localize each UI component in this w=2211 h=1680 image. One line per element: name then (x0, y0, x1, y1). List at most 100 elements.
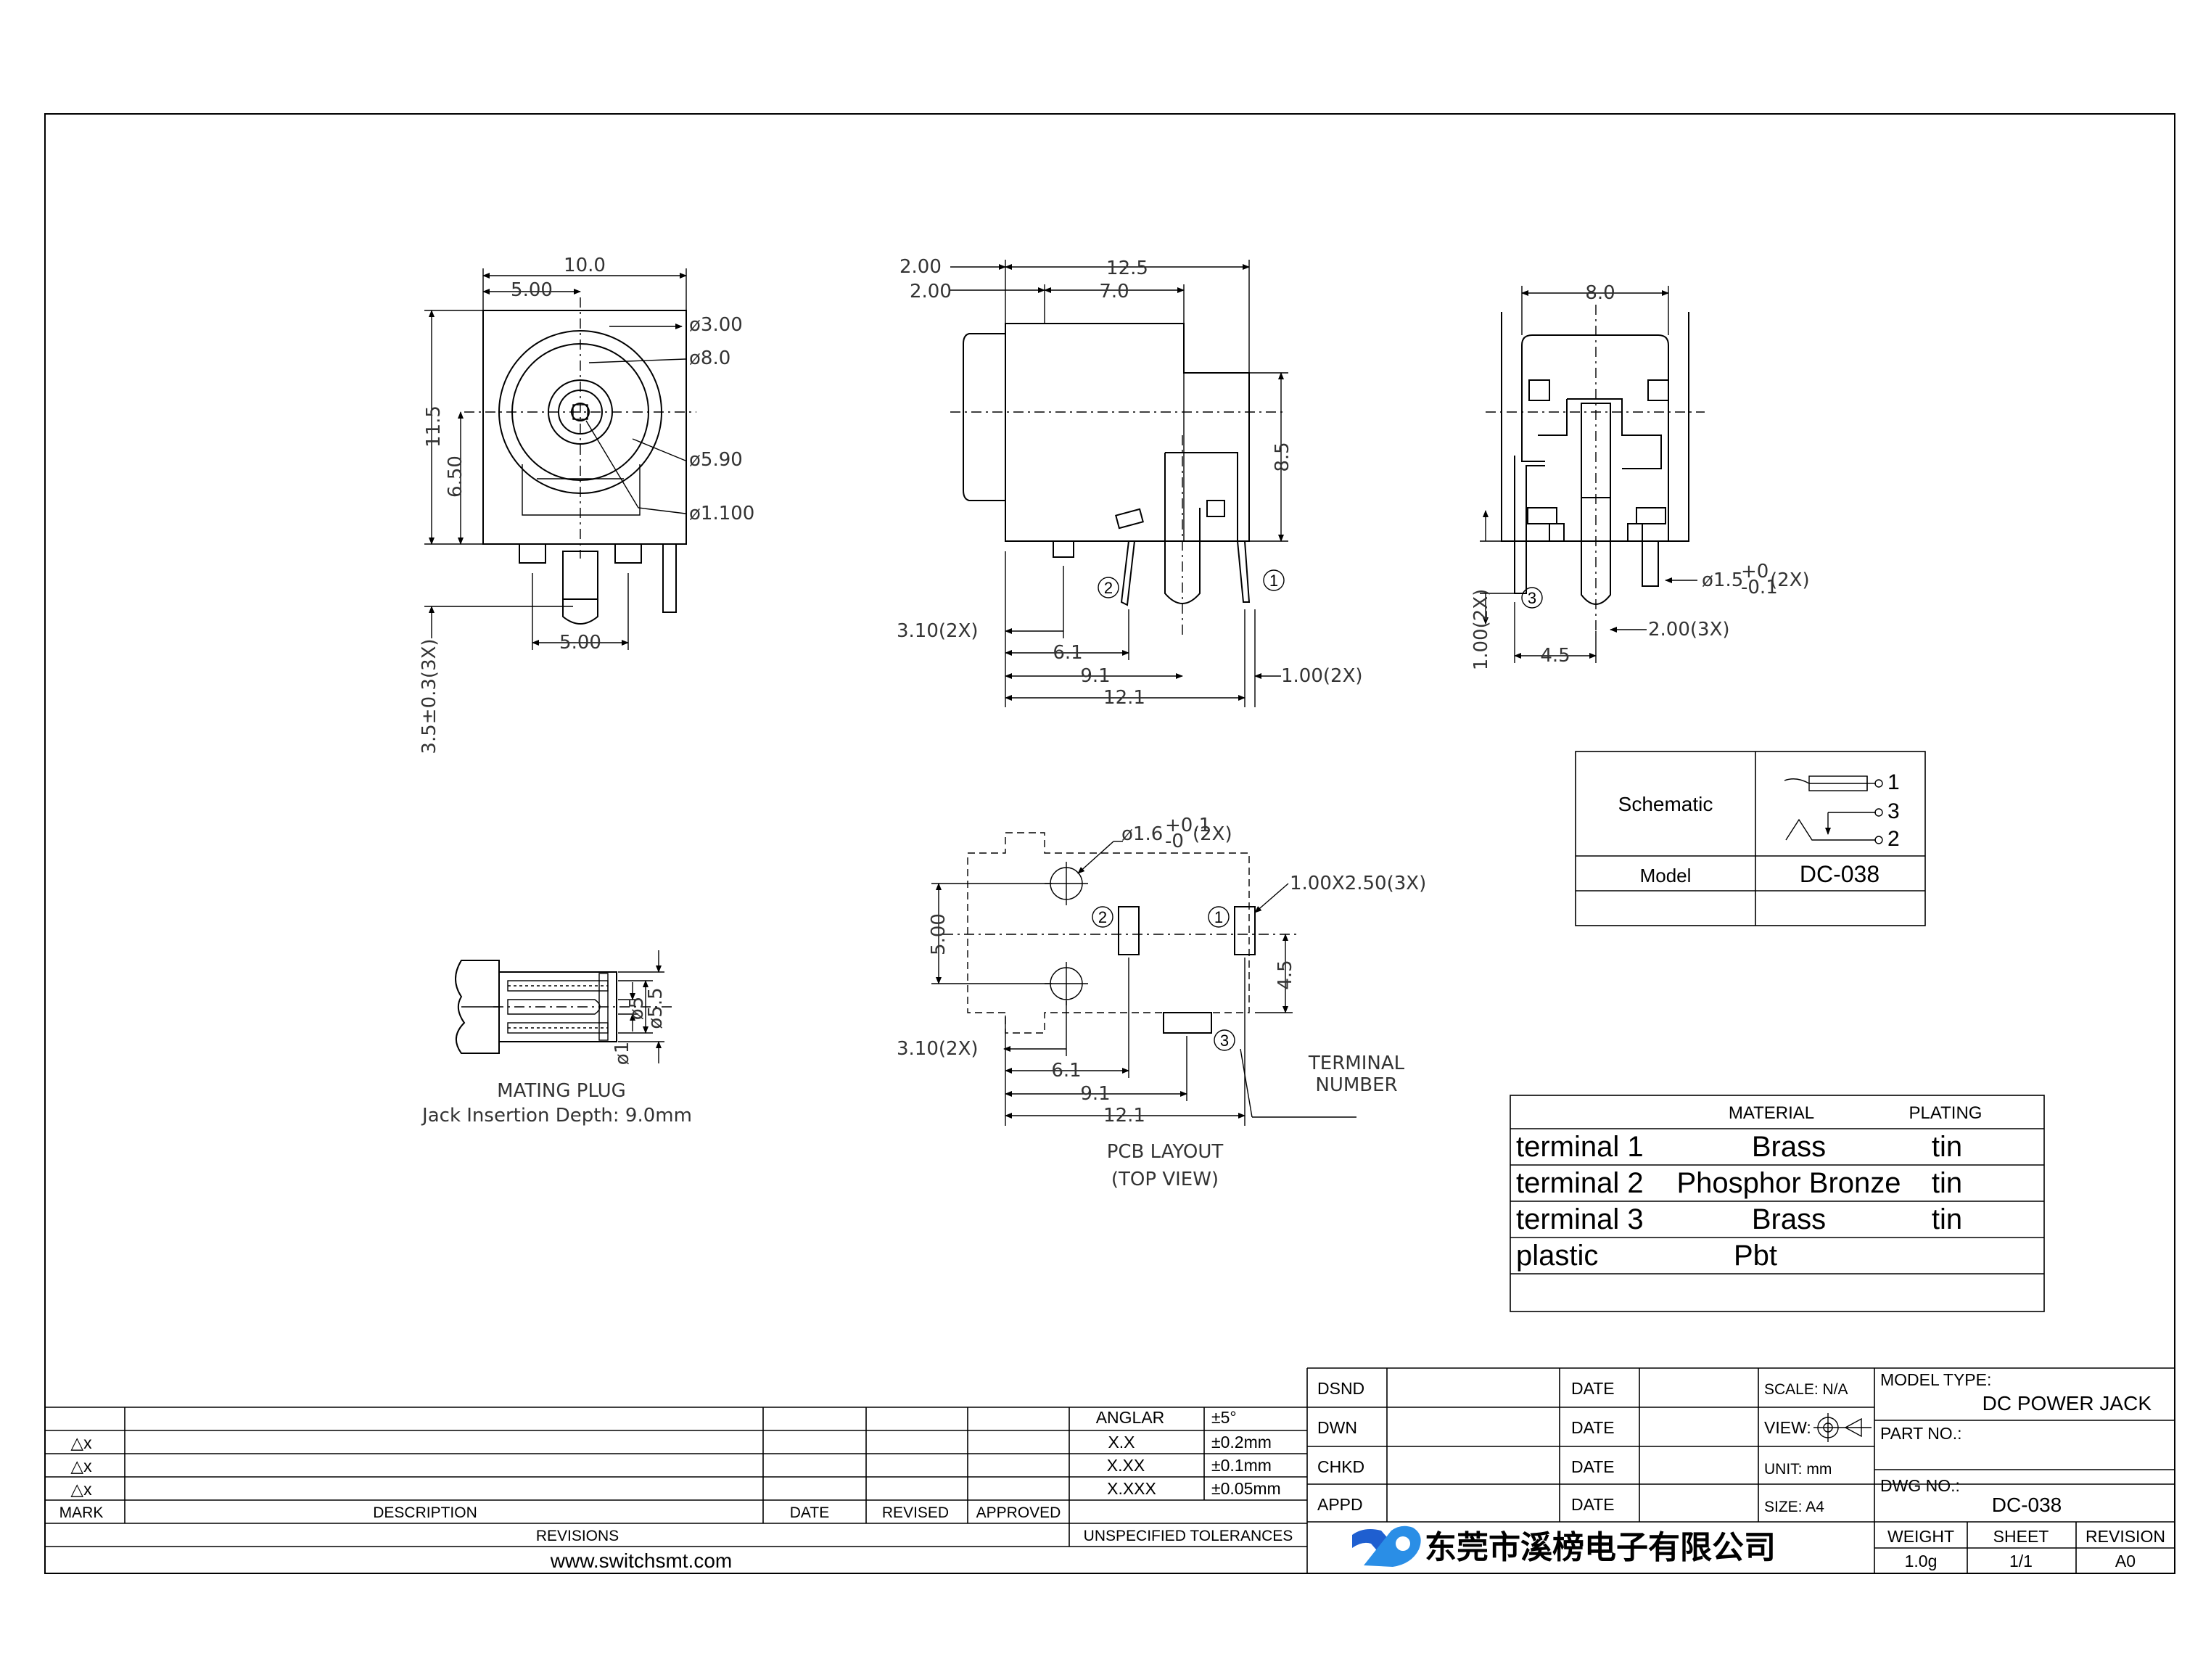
plug-caption-depth: Jack Insertion Depth: 9.0mm (421, 1105, 692, 1127)
company-logo (1352, 1525, 1421, 1567)
front-dim-pin-spacing: 5.00 (559, 632, 601, 654)
side-view: 2 1 2.00 2.00 12.5 7.0 8.5 3.10(2X) 6.1 … (897, 256, 1363, 709)
plating-header: PLATING (1909, 1103, 1983, 1123)
material-row-1-material: Brass (1752, 1131, 1826, 1163)
rear-dim-pin-width: 2.00(3X) (1648, 619, 1730, 641)
rear-callout-diameter: ø1.5 (1702, 569, 1743, 591)
pcb-dim-9-1: 9.1 (1080, 1083, 1110, 1105)
weight-label: WEIGHT (1887, 1527, 1954, 1546)
date-label-2: DATE (1571, 1418, 1615, 1437)
pcb-pin-1: 1 (1214, 908, 1223, 926)
revision-mark-2: △x (70, 1457, 92, 1475)
projection-icon (1813, 1413, 1872, 1442)
material-row-2-material: Phosphor Bronze (1676, 1167, 1901, 1199)
pcb-dim-4-5: 4.5 (1275, 960, 1296, 989)
date-label-1: DATE (1571, 1379, 1615, 1398)
pcb-pin-2: 2 (1098, 908, 1107, 926)
side-dim-front-2: 2.00 (910, 281, 952, 302)
side-dim-9-1: 9.1 (1080, 665, 1110, 687)
side-dim-pin-offset: 3.10(2X) (897, 620, 979, 642)
front-dim-width: 10.0 (564, 255, 606, 276)
plug-dim-d1: ø1 (612, 1042, 633, 1065)
date-label-3: DATE (1571, 1457, 1615, 1476)
role-dwn: DWN (1317, 1418, 1357, 1437)
tolerance-xxx-label: X.XXX (1107, 1479, 1156, 1498)
tolerance-x-label: X.X (1108, 1433, 1135, 1452)
pcb-pin-3: 3 (1220, 1032, 1229, 1050)
side-dim-height: 8.5 (1272, 442, 1293, 472)
pcb-dim-12-1: 12.1 (1103, 1105, 1145, 1127)
pcb-hole-tol-upper: +0.1 (1165, 815, 1211, 836)
front-callout-center-pin: ø1.100 (689, 503, 754, 524)
pcb-hole-tol-lower: -0 (1165, 831, 1184, 852)
tolerance-xx-label: X.XX (1107, 1456, 1145, 1475)
pcb-dim-hole-offset: 3.10(2X) (897, 1038, 979, 1060)
rear-pin-3: 3 (1528, 589, 1536, 607)
size-label: SIZE: A4 (1764, 1499, 1824, 1515)
tolerance-angle-value: ±5° (1211, 1408, 1237, 1427)
front-dim-pin-length: 3.5±0.3(3X) (419, 638, 440, 754)
side-dim-body: 7.0 (1099, 281, 1129, 302)
revisions-title: REVISIONS (536, 1528, 619, 1544)
material-table: MATERIAL PLATING terminal 1 Brass tin te… (1510, 1095, 2045, 1312)
schematic-pin-1: 1 (1887, 770, 1900, 794)
revision-value: A0 (2115, 1552, 2136, 1570)
material-row-2-part: terminal 2 (1516, 1167, 1644, 1199)
revision-header-approved: APPROVED (976, 1504, 1061, 1521)
pcb-dim-hole-spacing: 5.00 (928, 913, 950, 955)
scale-label: SCALE: N/A (1764, 1381, 1848, 1398)
revision-header-revised: REVISED (882, 1504, 949, 1521)
view-label: VIEW: (1764, 1418, 1811, 1437)
sheet-value: 1/1 (2009, 1552, 2033, 1570)
dwg-no-value: DC-038 (1992, 1494, 2062, 1516)
role-chkd: CHKD (1317, 1457, 1364, 1476)
tolerance-angle-label: ANGLAR (1096, 1408, 1165, 1427)
material-row-3-part: terminal 3 (1516, 1203, 1644, 1235)
rear-view: 3 8.0 1.00(2X) 4.5 2.00(3X) ø1.5 +0 -0.1… (1470, 282, 1810, 670)
material-row-1-part: terminal 1 (1516, 1131, 1644, 1163)
revision-header-mark: MARK (59, 1504, 104, 1521)
mating-plug: ø5 ø5.5 ø1 MATING PLUG Jack Insertion De… (421, 950, 692, 1127)
material-row-3-plating: tin (1932, 1203, 1962, 1235)
pcb-caption-title: PCB LAYOUT (1107, 1141, 1224, 1163)
pcb-dim-6-1: 6.1 (1051, 1060, 1081, 1082)
side-dim-front-1: 2.00 (899, 256, 942, 278)
weight-value: 1.0g (1905, 1552, 1938, 1570)
schematic-pin-3: 3 (1887, 799, 1900, 823)
side-pin-1: 1 (1269, 572, 1278, 590)
plug-dim-d5: ø5 (626, 997, 648, 1020)
website: www.switchsmt.com (550, 1549, 732, 1572)
model-type-label: MODEL TYPE: (1880, 1370, 1991, 1389)
front-callout-pin-diameter: ø3.00 (689, 314, 743, 336)
plug-dim-d5-5: ø5.5 (645, 987, 667, 1029)
dwg-no-label: DWG NO.: (1880, 1476, 1960, 1495)
material-row-3-material: Brass (1752, 1203, 1826, 1235)
front-dim-half-width: 5.00 (511, 279, 553, 301)
schematic-label: Schematic (1618, 793, 1713, 815)
material-header: MATERIAL (1729, 1103, 1814, 1123)
company-name: 东莞市溪榜电子有限公司 (1425, 1530, 1776, 1565)
rear-callout-count: (2X) (1770, 569, 1810, 591)
material-row-4-material: Pbt (1734, 1240, 1777, 1272)
pcb-hole-callout: ø1.6 (1121, 823, 1163, 845)
schematic-table: Schematic 1 3 2 Model DC-038 (1575, 751, 1926, 926)
material-row-2-plating: tin (1932, 1167, 1962, 1199)
revision-header-date: DATE (790, 1504, 829, 1521)
sheet-label: SHEET (1993, 1527, 2049, 1546)
rear-dim-pin-thickness: 1.00(2X) (1470, 589, 1492, 671)
material-row-4-part: plastic (1516, 1240, 1598, 1272)
date-label-4: DATE (1571, 1495, 1615, 1514)
pcb-hole-count: (2X) (1193, 823, 1232, 845)
title-block: △x △x △x MARK DESCRIPTION DATE REVISED A… (45, 1367, 2175, 1573)
pcb-layout: 2 1 3 ø1.6 +0.1 -0 (2X) 1.00X2.50(3X) 5.… (897, 815, 1426, 1190)
model-label: Model (1640, 865, 1692, 886)
front-dim-center-height: 6.50 (445, 456, 466, 498)
side-dim-12-1: 12.1 (1103, 687, 1145, 709)
side-dim-length: 12.5 (1106, 258, 1148, 279)
revision-mark-1: △x (70, 1433, 92, 1452)
tolerances-title: UNSPECIFIED TOLERANCES (1084, 1528, 1293, 1544)
front-view: 10.0 5.00 11.5 6.50 5.00 3.5±0.3(3X) ø3.… (419, 255, 754, 754)
revision-label: REVISION (2086, 1527, 2165, 1546)
terminal-label-2: NUMBER (1315, 1074, 1397, 1096)
front-callout-bore-diameter: ø5.90 (689, 449, 743, 471)
